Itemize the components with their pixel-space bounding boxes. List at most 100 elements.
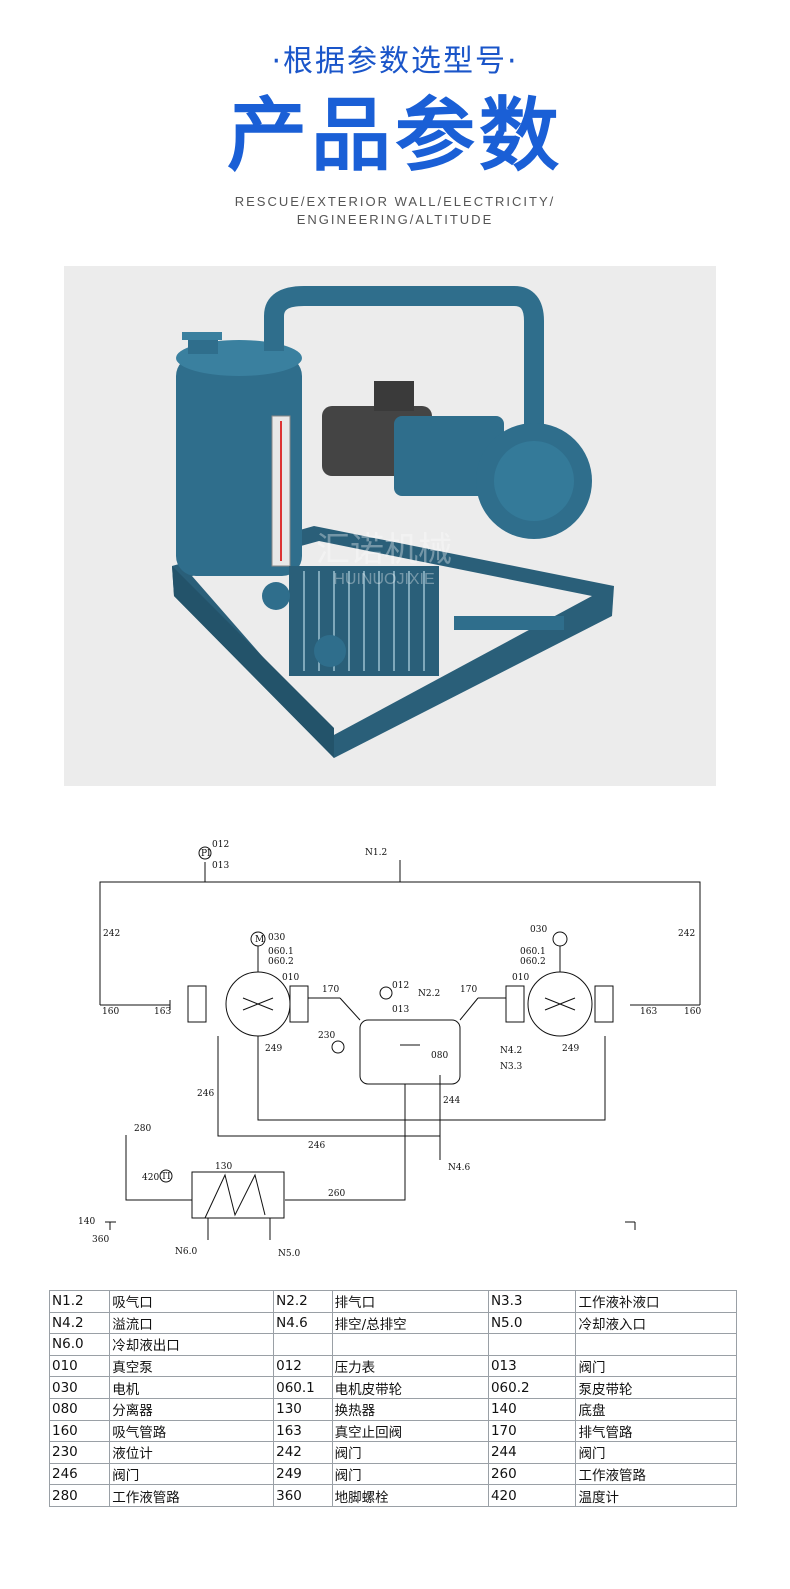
label-080: 080 xyxy=(431,1051,448,1061)
label-249-right: 249 xyxy=(562,1044,579,1054)
table-cell-name: 温度计 xyxy=(575,1484,737,1507)
section-title: 产品参数 xyxy=(227,89,563,182)
watermark-en: HUINUOJIXIE xyxy=(333,571,434,588)
table-cell-code: 249 xyxy=(273,1462,333,1486)
separator-vessel xyxy=(359,1019,461,1085)
table-cell-name: 吸气口 xyxy=(109,1290,275,1313)
table-cell-code: 010 xyxy=(48,1354,111,1378)
table-cell-name: 工作液管路 xyxy=(575,1462,737,1486)
label-n60: N6.0 xyxy=(175,1247,197,1257)
table-cell-name: 冷却液出口 xyxy=(109,1333,275,1356)
table-cell-name: 溢流口 xyxy=(109,1311,275,1335)
label-163-right: 163 xyxy=(640,1007,657,1017)
table-cell-code: 163 xyxy=(273,1419,333,1443)
english-tagline-line1: RESCUE/EXTERIOR WALL/ELECTRICITY/ xyxy=(234,194,556,209)
label-n42: N4.2 xyxy=(500,1046,522,1056)
table-cell-name: 工作液管路 xyxy=(109,1484,275,1507)
table-cell-name: 分离器 xyxy=(109,1397,275,1421)
table-cell-name xyxy=(575,1333,737,1356)
label-260: 260 xyxy=(328,1189,345,1199)
table-cell-name: 工作液补液口 xyxy=(575,1290,737,1313)
table-cell-code: N6.0 xyxy=(48,1333,111,1356)
table-cell-code: 260 xyxy=(487,1462,577,1486)
table-cell-code: N1.2 xyxy=(48,1290,111,1313)
label-n46: N4.6 xyxy=(448,1163,470,1173)
table-cell-name: 排气口 xyxy=(331,1290,489,1313)
table-cell-code: N2.2 xyxy=(273,1290,333,1313)
table-cell-code: N3.3 xyxy=(487,1290,577,1313)
label-012b: 012 xyxy=(392,981,409,991)
product-photo: 汇诺机械 HUINUOJIXIE xyxy=(64,266,716,786)
table-cell-code: N4.6 xyxy=(273,1311,333,1335)
label-012a: 012 xyxy=(212,840,229,850)
table-cell-name: 换热器 xyxy=(331,1397,489,1421)
table-cell-code: 060.2 xyxy=(487,1376,577,1399)
table-cell-code: 230 xyxy=(48,1441,111,1464)
table-cell-code: 080 xyxy=(48,1397,111,1421)
table-cell-code: 160 xyxy=(48,1419,111,1443)
separator-tank xyxy=(176,356,302,576)
table-cell-name: 泵皮带轮 xyxy=(575,1376,737,1399)
label-0602-right: 060.2 xyxy=(520,957,546,967)
label-140: 140 xyxy=(78,1217,95,1227)
header: ·根据参数选型号· 产品参数 RESCUE/EXTERIOR WALL/ELEC… xyxy=(0,0,790,240)
table-cell-name: 阀门 xyxy=(331,1441,489,1464)
table-cell-code: 130 xyxy=(273,1397,333,1421)
table-cell-name: 阀门 xyxy=(331,1462,489,1486)
table-cell-code: 242 xyxy=(273,1441,333,1464)
label-n12: N1.2 xyxy=(365,848,387,858)
label-170-right: 170 xyxy=(460,985,477,995)
watermark-cn: 汇诺机械 xyxy=(316,530,452,570)
label-420: 420 xyxy=(142,1173,159,1183)
label-010-right: 010 xyxy=(512,973,529,983)
label-n33: N3.3 xyxy=(500,1062,522,1072)
label-249-left: 249 xyxy=(265,1044,282,1054)
label-0601-right: 060.1 xyxy=(520,947,546,957)
label-160-left: 160 xyxy=(102,1007,119,1017)
table-cell-code: 244 xyxy=(487,1441,577,1464)
label-ti: TI xyxy=(161,1172,171,1182)
table-cell-code: 140 xyxy=(487,1397,577,1421)
label-030-right: 030 xyxy=(530,925,547,935)
table-cell-code xyxy=(487,1333,577,1356)
table-cell-name: 电机皮带轮 xyxy=(331,1376,489,1399)
table-cell-name: 排气管路 xyxy=(575,1419,737,1443)
table-cell-name: 地脚螺栓 xyxy=(331,1484,489,1507)
label-360: 360 xyxy=(92,1235,109,1245)
label-244: 244 xyxy=(443,1096,460,1106)
table-cell-name: 阀门 xyxy=(109,1462,275,1486)
section-subtitle: ·根据参数选型号· xyxy=(271,44,519,79)
table-cell-name: 液位计 xyxy=(109,1441,275,1464)
table-cell-name: 电机 xyxy=(109,1376,275,1399)
table-cell-code: 246 xyxy=(48,1462,111,1486)
label-0601-left: 060.1 xyxy=(268,947,294,957)
table-cell-name xyxy=(331,1333,489,1356)
label-n50: N5.0 xyxy=(278,1249,300,1259)
table-cell-code: N4.2 xyxy=(48,1311,111,1335)
label-013a: 013 xyxy=(212,861,229,871)
label-246b: 246 xyxy=(308,1141,325,1151)
label-pi-a: PI xyxy=(201,849,211,859)
table-cell-name: 排空/总排空 xyxy=(331,1311,489,1335)
label-230: 230 xyxy=(318,1031,335,1041)
table-cell-code: N5.0 xyxy=(487,1311,577,1335)
label-n22: N2.2 xyxy=(418,989,440,999)
table-cell-code: 420 xyxy=(487,1484,577,1507)
english-tagline-line2: ENGINEERING/ALTITUDE xyxy=(296,212,494,227)
table-cell-name: 真空泵 xyxy=(109,1354,275,1378)
process-diagram: 012 PI 013 N1.2 242 242 M 030 060.1 060.… xyxy=(78,840,701,1259)
label-242-right: 242 xyxy=(678,929,695,939)
table-cell-name: 阀门 xyxy=(575,1441,737,1464)
table-cell-code: 280 xyxy=(48,1484,111,1507)
